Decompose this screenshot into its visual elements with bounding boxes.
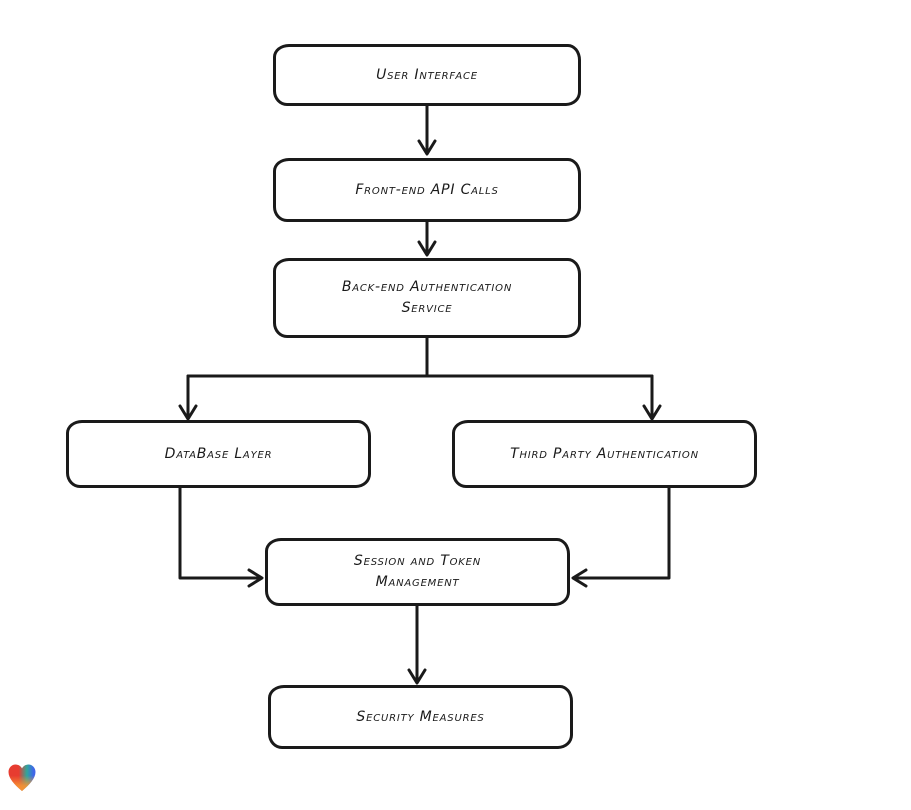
node-session-and-token-management-label: Session and Token Management bbox=[353, 553, 482, 590]
node-front-end-api-calls-label: Front-end API Calls bbox=[355, 181, 499, 198]
node-user-interface-label: User Interface bbox=[376, 66, 478, 83]
connector-session-and-token-management-to-security-measures bbox=[407, 604, 427, 685]
node-session-and-token-management[interactable]: Session and Token Management bbox=[265, 538, 570, 606]
node-security-measures[interactable]: Security Measures bbox=[268, 685, 573, 749]
connector-database-layer-to-session-and-token-management bbox=[178, 486, 264, 588]
node-database-layer[interactable]: DataBase Layer bbox=[66, 420, 371, 488]
node-third-party-authentication-label: Third Party Authentication bbox=[510, 445, 699, 462]
node-front-end-api-calls[interactable]: Front-end API Calls bbox=[273, 158, 581, 222]
node-security-measures-label: Security Measures bbox=[356, 708, 485, 725]
node-user-interface[interactable]: User Interface bbox=[273, 44, 581, 106]
node-back-end-authentication-service-label: Back-end Authentication Service bbox=[341, 279, 513, 316]
connector-user-interface-to-front-end-api-calls bbox=[417, 104, 437, 156]
heart-logo-icon[interactable] bbox=[6, 761, 38, 795]
connector-third-party-authentication-to-session-and-token-management bbox=[571, 486, 671, 588]
node-database-layer-label: DataBase Layer bbox=[164, 445, 273, 462]
node-third-party-authentication[interactable]: Third Party Authentication bbox=[452, 420, 757, 488]
node-back-end-authentication-service[interactable]: Back-end Authentication Service bbox=[273, 258, 581, 338]
connector-front-end-api-calls-to-back-end-authentication-service bbox=[417, 220, 437, 257]
connector-back-end-authentication-service-branch bbox=[178, 336, 662, 421]
